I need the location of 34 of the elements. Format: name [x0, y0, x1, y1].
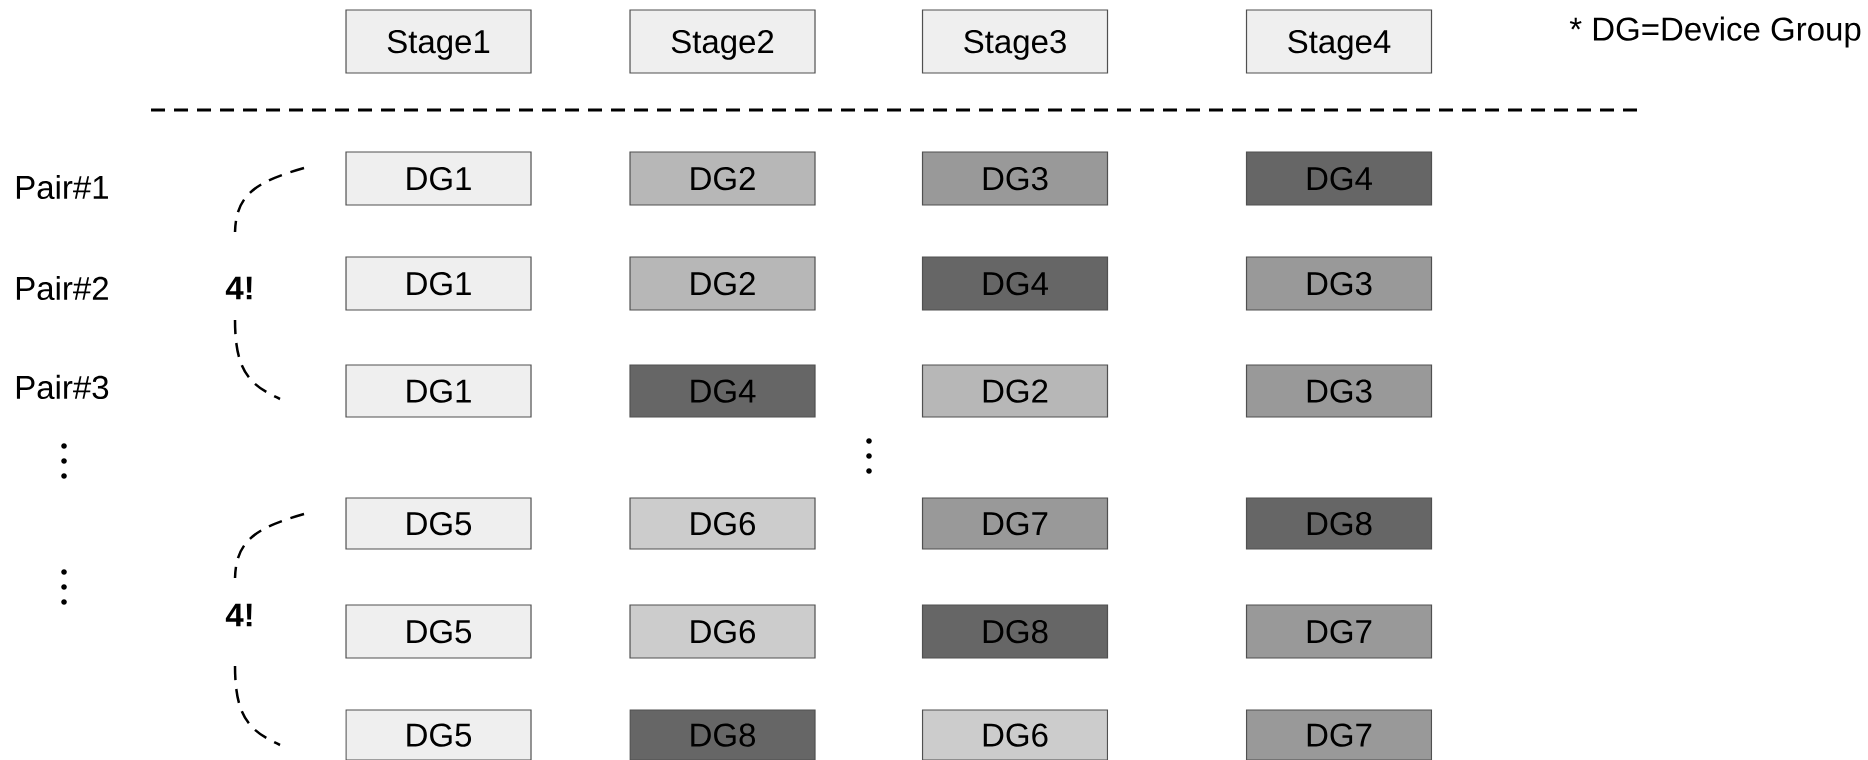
device-group-box: DG7 — [921, 497, 1109, 550]
device-group-box: DG1 — [345, 364, 532, 418]
device-group-box: DG4 — [921, 256, 1109, 311]
device-group-box: DG6 — [629, 497, 816, 550]
pair-label: Pair#1 — [16, 174, 108, 200]
device-group-box: DG2 — [629, 151, 816, 206]
device-group-box: DG4 — [629, 364, 816, 418]
device-group-box: DG8 — [921, 604, 1109, 659]
stage-box: Stage2 — [629, 9, 816, 74]
device-group-box: DG7 — [1245, 604, 1433, 659]
device-group-box: DG3 — [921, 151, 1109, 206]
pair-label: Pair#2 — [16, 275, 108, 301]
device-group-box: DG2 — [629, 256, 816, 311]
device-group-box: DG8 — [629, 709, 816, 760]
device-group-box: DG5 — [345, 604, 532, 659]
permutation-count: 4! — [222, 273, 258, 303]
device-group-box: DG6 — [629, 604, 816, 659]
device-group-box: DG6 — [921, 709, 1109, 760]
device-group-box: DG3 — [1245, 256, 1433, 311]
permutation-count: 4! — [222, 600, 258, 630]
device-group-box: DG1 — [345, 151, 532, 206]
device-group-box: DG5 — [345, 497, 532, 550]
device-group-box: DG5 — [345, 709, 532, 760]
device-group-box: DG3 — [1245, 364, 1433, 418]
note-text: * DG=Device Group — [1569, 16, 1861, 48]
device-group-box: DG4 — [1245, 151, 1433, 206]
device-group-box: DG1 — [345, 256, 532, 311]
pair-label: Pair#3 — [16, 374, 109, 400]
stage-box: Stage3 — [921, 9, 1109, 74]
stage-box: Stage4 — [1245, 9, 1433, 74]
device-group-box: DG7 — [1245, 709, 1433, 760]
stage-box: Stage1 — [345, 9, 532, 74]
device-group-box: DG8 — [1245, 497, 1433, 550]
device-group-box: DG2 — [921, 364, 1109, 418]
